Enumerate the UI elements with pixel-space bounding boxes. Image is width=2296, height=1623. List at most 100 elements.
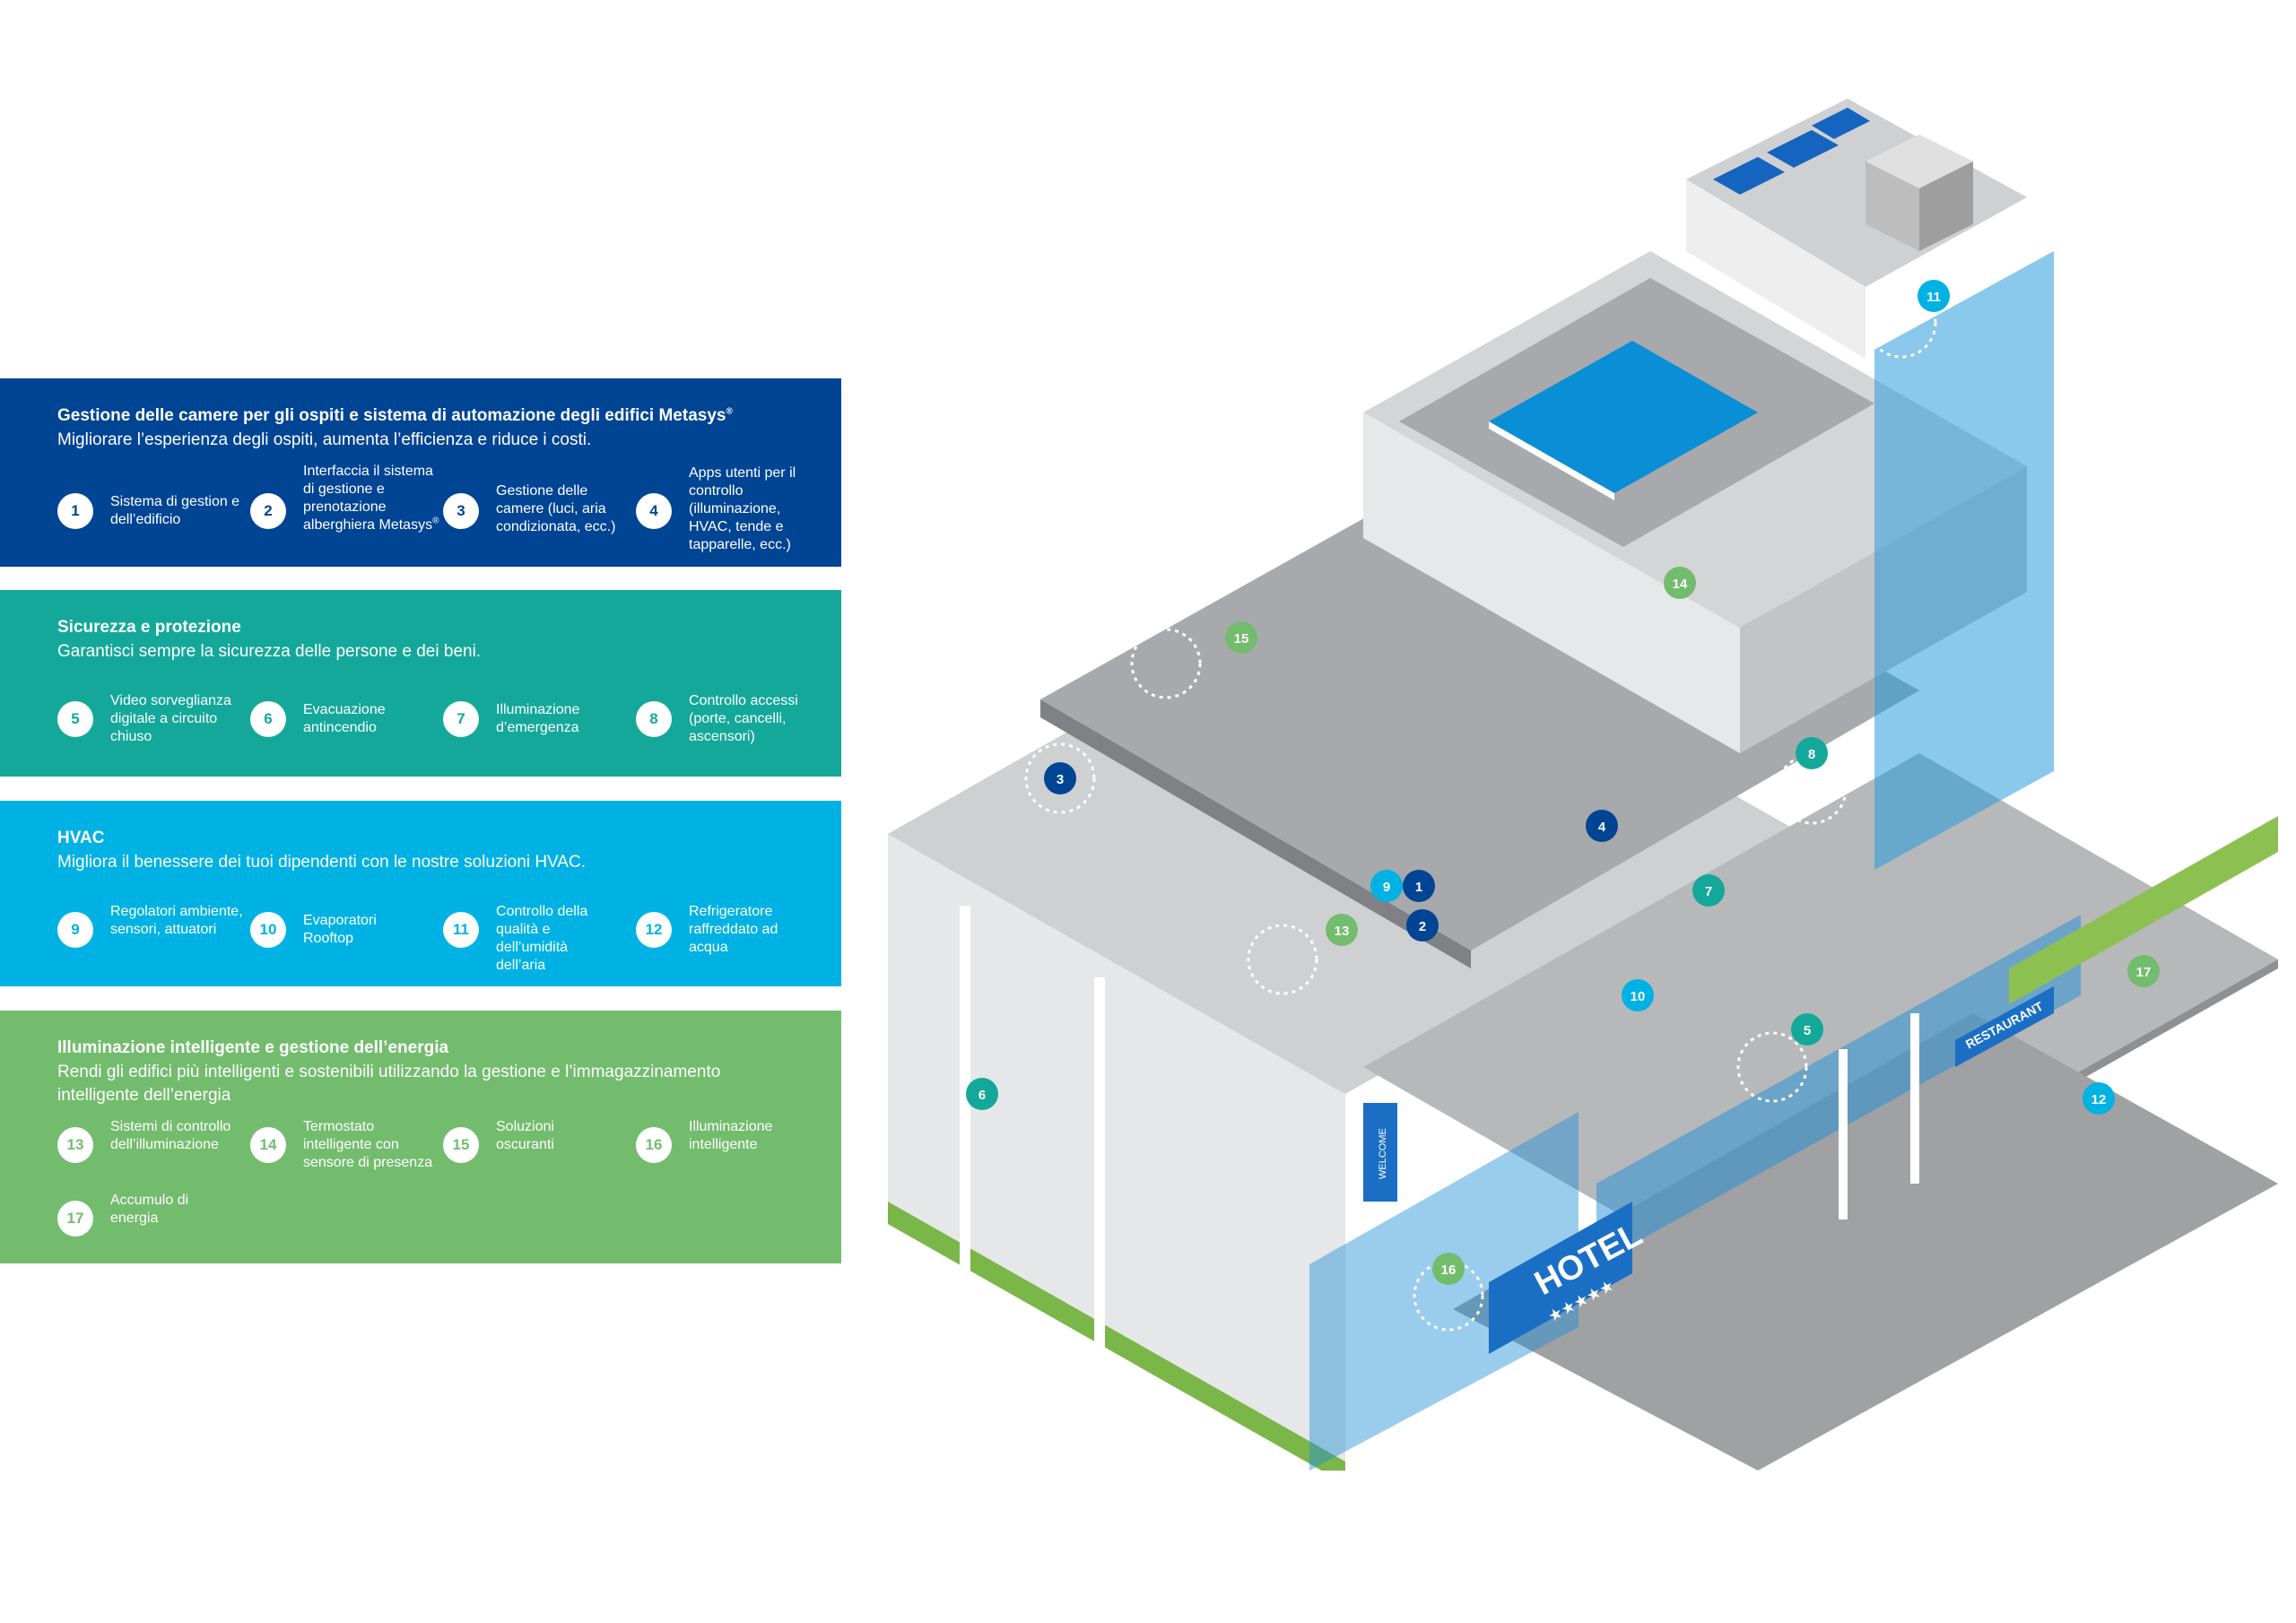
- legend-item-3: 3 Gestione delle camere (luci, aria cond…: [443, 482, 631, 554]
- legend-item-17: 17 Accumulo di energia: [57, 1192, 246, 1263]
- marker-6: 6: [966, 1078, 998, 1110]
- svg-text:9: 9: [1383, 880, 1390, 895]
- number-badge: 13: [57, 1127, 93, 1163]
- svg-text:1: 1: [1415, 880, 1422, 895]
- legend-item-12: 12 Refrigeratore raffreddato ad acqua: [636, 903, 824, 975]
- legend-item-label: Evaporatori Rooftop: [303, 913, 377, 946]
- marker-7: 7: [1692, 874, 1725, 907]
- svg-text:4: 4: [1598, 820, 1606, 835]
- welcome-sign-text: WELCOME: [1378, 1128, 1388, 1179]
- svg-text:8: 8: [1808, 747, 1815, 762]
- svg-text:5: 5: [1804, 1023, 1811, 1038]
- number-badge: 4: [636, 493, 672, 529]
- number-badge: 15: [443, 1127, 479, 1163]
- legend-item-label: Gestione delle camere (luci, aria condiz…: [496, 483, 616, 534]
- svg-text:12: 12: [2092, 1092, 2107, 1107]
- building-body: [888, 99, 2278, 1471]
- legend-item-14: 14 Termostato intelligente con sensore d…: [250, 1118, 439, 1190]
- legend-item-label: Apps utenti per il controllo (illuminazi…: [689, 465, 796, 552]
- panel-title: Sicurezza e protezione: [57, 618, 241, 637]
- legend-item-8: 8 Controllo accessi (porte, cancelli, as…: [636, 692, 824, 764]
- marker-9: 9: [1370, 870, 1403, 902]
- legend-item-label: Evacuazione antincendio: [303, 702, 386, 735]
- number-badge: 17: [57, 1201, 93, 1237]
- svg-text:17: 17: [2136, 965, 2152, 980]
- marker-1: 1: [1403, 870, 1435, 902]
- svg-text:10: 10: [1631, 989, 1646, 1004]
- legend-item-label: Illuminazione d’emergenza: [496, 702, 580, 735]
- marker-3: 3: [1024, 742, 1096, 814]
- legend-item-10: 10 Evaporatori Rooftop: [250, 912, 439, 984]
- number-badge: 5: [57, 701, 93, 737]
- legend-item-16: 16 Illuminazione intelligente: [636, 1118, 824, 1190]
- welcome-sign: WELCOME: [1363, 1103, 1397, 1202]
- marker-10: 10: [1622, 979, 1654, 1011]
- marker-5: 5: [1736, 1013, 1823, 1103]
- panel-title: Illuminazione intelligente e gestione de…: [57, 1038, 449, 1057]
- svg-text:6: 6: [978, 1088, 986, 1103]
- number-badge: 9: [57, 912, 93, 948]
- panel-subtitle: Migliorare l’esperienza degli ospiti, au…: [57, 430, 592, 449]
- svg-text:16: 16: [1441, 1263, 1457, 1278]
- legend-item-label: Controllo della qualità e dell’umidità d…: [496, 904, 588, 973]
- panel-title: HVAC: [57, 829, 105, 847]
- svg-text:14: 14: [1673, 577, 1688, 592]
- panel-security: Sicurezza e protezione Garantisci sempre…: [0, 590, 841, 777]
- legend-item-11: 11 Controllo della qualità e dell’umidit…: [443, 903, 631, 975]
- marker-15: 15: [1130, 621, 1257, 699]
- panel-lighting-energy: Illuminazione intelligente e gestione de…: [0, 1011, 841, 1263]
- marker-17: 17: [2127, 955, 2160, 987]
- legend-item-7: 7 Illuminazione d’emergenza: [443, 701, 631, 773]
- svg-text:11: 11: [1926, 290, 1941, 305]
- marker-13: 13: [1247, 914, 1358, 995]
- marker-4: 4: [1586, 810, 1618, 842]
- number-badge: 8: [636, 701, 672, 737]
- svg-text:13: 13: [1335, 924, 1350, 939]
- legend-item-9: 9 Regolatori ambiente, sensori, attuator…: [57, 903, 246, 975]
- legend-item-label: Regolatori ambiente, sensori, attuatori: [110, 904, 243, 937]
- legend-item-label: Soluzioni oscuranti: [496, 1119, 554, 1152]
- panel-subtitle: Garantisci sempre la sicurezza delle per…: [57, 642, 482, 661]
- legend-item-1: 1 Sistema di gestion e dell’edificio: [57, 493, 246, 565]
- legend-item-6: 6 Evacuazione antincendio: [250, 701, 439, 773]
- legend-item-label: Accumulo di energia: [110, 1193, 189, 1226]
- marker-12: 12: [2083, 1082, 2115, 1115]
- marker-16: 16: [1413, 1253, 1484, 1332]
- legend-item-label: Controllo accessi (porte, cancelli, asce…: [689, 693, 798, 744]
- legend-item-label: Interfaccia il sistema di gestione e pre…: [303, 464, 439, 533]
- svg-text:3: 3: [1057, 772, 1064, 787]
- svg-text:7: 7: [1705, 884, 1712, 899]
- number-badge: 16: [636, 1127, 672, 1163]
- panel-subtitle: Migliora il benessere dei tuoi dipendent…: [57, 853, 586, 872]
- hotel-building-illustration: HOTEL ★★★★★ RESTAURANT WELCOME 1 2 3 4 5…: [888, 99, 2278, 1471]
- number-badge: 14: [250, 1127, 286, 1163]
- number-badge: 12: [636, 912, 672, 948]
- number-badge: 10: [250, 912, 286, 948]
- legend-item-label: Video sorveglianza digitale a circuito c…: [110, 693, 231, 744]
- legend-item-label: Sistema di gestion e dell’edificio: [110, 494, 240, 527]
- legend-item-15: 15 Soluzioni oscuranti: [443, 1118, 631, 1190]
- legend-item-label: Sistemi di controllo dell’illuminazione: [110, 1119, 231, 1152]
- legend-item-4: 4 Apps utenti per il controllo (illumina…: [636, 464, 824, 552]
- panel-metasys: Gestione delle camere per gli ospiti e s…: [0, 378, 841, 567]
- number-badge: 2: [250, 493, 286, 529]
- number-badge: 7: [443, 701, 479, 737]
- legend-item-13: 13 Sistemi di controllo dell’illuminazio…: [57, 1118, 246, 1190]
- marker-8: 8: [1776, 737, 1848, 825]
- marker-2: 2: [1406, 909, 1439, 942]
- legend-item-label: Termostato intelligente con sensore di p…: [303, 1119, 433, 1170]
- panel-subtitle: Rendi gli edifici più intelligenti e sos…: [57, 1063, 721, 1105]
- panel-hvac: HVAC Migliora il benessere dei tuoi dipe…: [0, 801, 841, 986]
- legend-item-label: Refrigeratore raffreddato ad acqua: [689, 904, 778, 955]
- legend-item-label: Illuminazione intelligente: [689, 1119, 773, 1152]
- number-badge: 3: [443, 493, 479, 529]
- number-badge: 1: [57, 493, 93, 529]
- svg-text:15: 15: [1234, 631, 1249, 647]
- svg-text:2: 2: [1419, 919, 1426, 934]
- number-badge: 11: [443, 912, 479, 948]
- legend-item-5: 5 Video sorveglianza digitale a circuito…: [57, 692, 246, 764]
- panel-title: Gestione delle camere per gli ospiti e s…: [57, 406, 733, 425]
- marker-11: 11: [1866, 280, 1950, 359]
- number-badge: 6: [250, 701, 286, 737]
- legend-item-2: 2 Interfaccia il sistema di gestione e p…: [250, 463, 439, 534]
